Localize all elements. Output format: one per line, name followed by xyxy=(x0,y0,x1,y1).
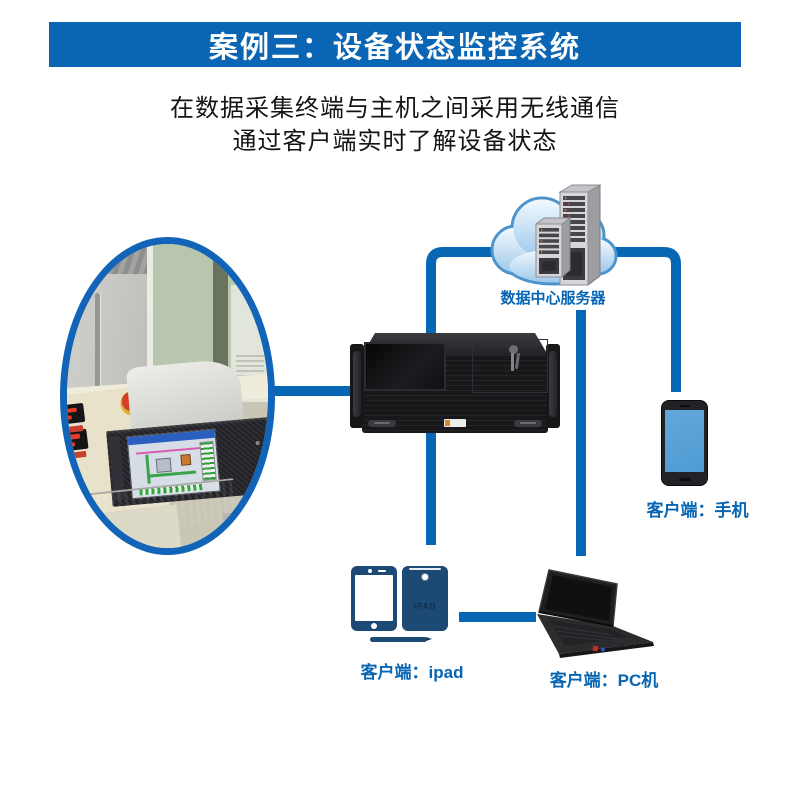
datacenter-label: 数据中心服务器 xyxy=(500,290,606,307)
cloud-icon xyxy=(490,184,618,286)
tablet-screen xyxy=(355,575,393,621)
server-logo-badge xyxy=(444,419,466,427)
site-photo xyxy=(60,237,275,555)
scada-pipe-pink xyxy=(136,446,210,456)
connector-cloud-to-phone xyxy=(602,247,681,392)
digital-meter xyxy=(67,402,86,426)
server-rack-handle xyxy=(350,344,364,428)
tablet-camera-dot xyxy=(368,569,373,573)
subtitle: 在数据采集终端与主机之间采用无线通信 通过客户端实时了解设备状态 xyxy=(0,92,790,158)
phone-label: 客户端：手机 xyxy=(646,501,749,520)
datacenter-node xyxy=(486,180,620,310)
server-door-outline xyxy=(472,339,548,393)
server-key xyxy=(511,353,514,371)
scada-tank xyxy=(156,458,172,474)
server-keylock xyxy=(509,345,518,354)
rack-screw xyxy=(255,441,260,446)
server-latch xyxy=(368,420,396,427)
phone-home-button xyxy=(678,478,691,481)
tablet-rear-camera xyxy=(422,574,428,580)
title-banner: 案例三：设备状态监控系统 xyxy=(49,22,741,67)
tablet-speaker-dash xyxy=(377,570,386,572)
phone-icon xyxy=(661,400,708,486)
tablet-home-button xyxy=(371,623,377,629)
scada-pipe xyxy=(145,455,152,485)
ipad-label: 客户端：ipad xyxy=(360,663,464,682)
scada-tank xyxy=(180,453,192,467)
page-title: 案例三：设备状态监控系统 xyxy=(208,31,581,64)
tablet-front-icon xyxy=(351,566,397,631)
photo-bracket xyxy=(222,510,262,541)
tablet-edge-highlight xyxy=(408,568,442,570)
server-rack-icon xyxy=(534,217,572,279)
scada-pipe xyxy=(147,470,196,478)
photo-window-frame xyxy=(147,244,154,403)
phone-screen xyxy=(665,410,704,472)
stylus-icon xyxy=(370,637,432,642)
scada-side-panel xyxy=(199,441,217,482)
pc-label: 客户端：PC机 xyxy=(549,671,659,690)
subtitle-line-2: 通过客户端实时了解设备状态 xyxy=(232,128,558,155)
server-latch xyxy=(514,420,542,427)
phone-speaker xyxy=(679,405,690,407)
host-server-icon xyxy=(350,333,560,433)
tablet-back-icon: IPAD xyxy=(402,566,448,631)
tablet-back-text: IPAD xyxy=(413,602,437,612)
server-display-window xyxy=(364,342,446,391)
server-rack-icon xyxy=(558,184,602,286)
phone-screen-caption xyxy=(672,439,698,441)
connector-server-to-cloud xyxy=(426,247,505,350)
subtitle-line-1: 在数据采集终端与主机之间采用无线通信 xyxy=(170,95,620,122)
laptop-icon xyxy=(537,569,654,658)
photo-door-handle xyxy=(95,292,101,390)
server-rack-handle xyxy=(546,344,560,428)
